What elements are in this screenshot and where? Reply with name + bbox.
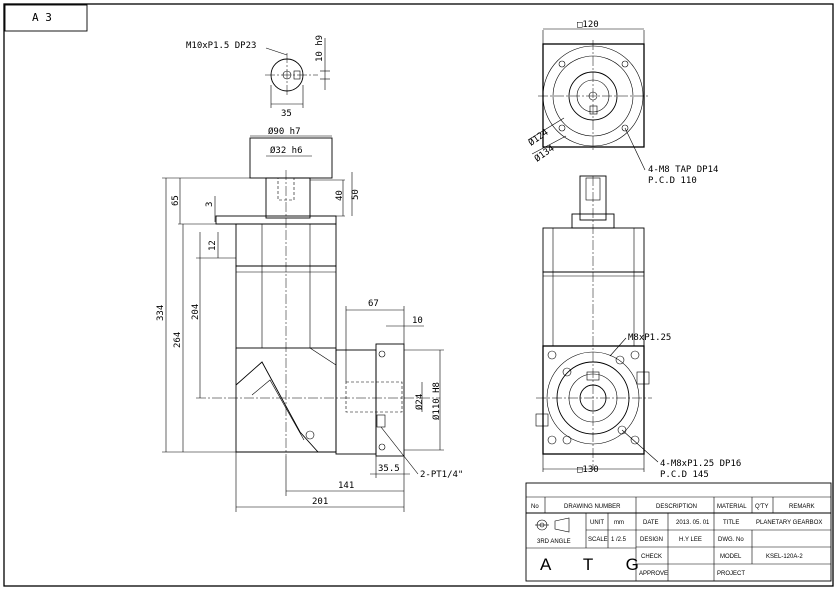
key-detail: M10xP1.5 DP23 10 h9 35: [186, 35, 330, 119]
hdr-remark: REMARK: [789, 504, 815, 510]
input-flange-square: [542, 345, 645, 455]
key-height-label: 10 h9: [315, 35, 325, 62]
scale-value: 1 /2.5: [611, 537, 627, 543]
projection-label: 3RD ANGLE: [537, 539, 571, 545]
dim-67: 67: [368, 299, 379, 309]
model-label: MODEL: [720, 554, 742, 560]
front-view: M10xP1.5 DP23 10 h9 35 Ø90 h7 Ø32 h6 40 …: [156, 35, 463, 512]
dwg-label: DWG. No: [718, 537, 744, 543]
input-adapter: [335, 349, 377, 455]
company-logo: A T G: [540, 555, 653, 574]
output-flange: [249, 137, 333, 179]
design-value: H.Y LEE: [679, 537, 702, 543]
sheet-size-box: [4, 4, 88, 32]
shaft-dia-label: Ø32 h6: [270, 145, 303, 156]
dim-35-5: 35.5: [378, 464, 400, 474]
dim-201: 201: [312, 497, 328, 507]
key-thread-label: M10xP1.5 DP23: [186, 41, 256, 51]
unit-value: mm: [614, 520, 624, 526]
dim-24: Ø24: [414, 394, 425, 410]
third-angle-symbol: [535, 517, 570, 533]
dim-120: □120: [577, 20, 599, 30]
flange-dia-label: Ø90 h7: [268, 126, 301, 137]
dim-50: 50: [351, 189, 361, 200]
check-label: CHECK: [641, 554, 662, 560]
dim-130: □130: [577, 465, 599, 475]
mounting-plate: [215, 215, 337, 225]
dim-141: 141: [338, 481, 354, 491]
dim-12: 12: [208, 240, 218, 251]
dim-134: Ø134: [532, 143, 556, 164]
title-label: TITLE: [723, 520, 739, 526]
pcd145-label: P.C.D 145: [660, 470, 709, 480]
input-flange: [375, 343, 405, 457]
hdr-material: MATERIAL: [717, 504, 747, 510]
design-label: DESIGN: [640, 537, 663, 543]
tap-label: 4-M8 TAP DP14: [648, 165, 718, 175]
side-view: □120 Ø124 Ø134 4-M8 TAP DP14 P.C.D 110: [526, 20, 741, 480]
sheet-size-label: A 3: [32, 11, 52, 24]
holes-label: 4-M8xP1.25 DP16: [660, 459, 741, 469]
m8-label: M8xP1.25: [628, 333, 671, 343]
output-shaft: [265, 177, 311, 219]
dim-204: 204: [191, 304, 201, 320]
hdr-drawing-number: DRAWING NUMBER: [564, 504, 621, 510]
title-block: No DRAWING NUMBER DESCRIPTION MATERIAL Q…: [525, 482, 832, 582]
side-body-upper: [542, 227, 645, 273]
model-value: KSEL-120A-2: [766, 554, 803, 560]
port-label: 2-PT1/4": [420, 470, 463, 480]
dim-40: 40: [335, 190, 345, 201]
approve-label: APPROVE: [639, 571, 668, 577]
hdr-no: No: [531, 504, 539, 510]
dim-334: 334: [156, 305, 166, 321]
hdr-description: DESCRIPTION: [656, 504, 697, 510]
title-value: PLANETARY GEARBOX: [756, 520, 822, 526]
date-label: DATE: [643, 520, 659, 526]
dim-3: 3: [205, 202, 215, 207]
sheet-border: [3, 3, 834, 587]
project-label: PROJECT: [717, 571, 745, 577]
pcd110-label: P.C.D 110: [648, 176, 697, 186]
dim-124: Ø124: [526, 127, 550, 148]
dim-264: 264: [173, 332, 183, 348]
hdr-qty: Q'TY: [755, 504, 768, 510]
scale-label: SCALE: [588, 537, 608, 543]
unit-label: UNIT: [590, 520, 604, 526]
key-width-label: 35: [281, 109, 292, 119]
date-value: 2013. 05. 01: [676, 520, 710, 526]
dim-65: 65: [171, 195, 181, 206]
dim-110: Ø110 H8: [431, 382, 442, 420]
dim-10: 10: [412, 316, 423, 326]
